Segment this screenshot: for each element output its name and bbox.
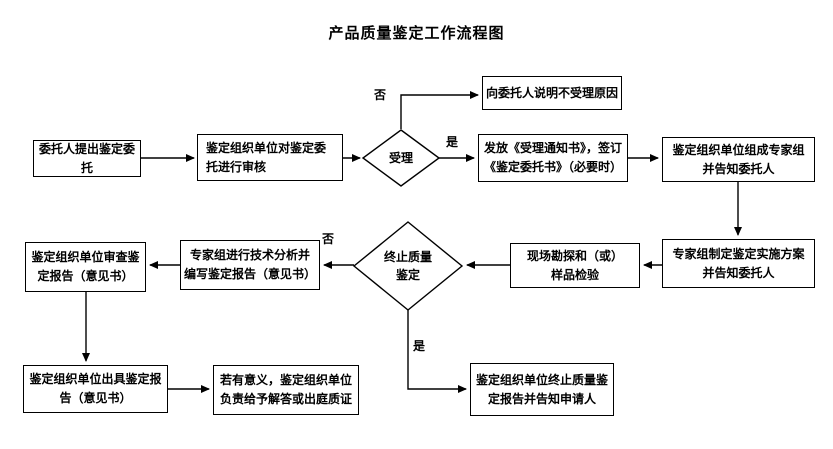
node-terminate-notice: 鉴定组织单位终止质量鉴 定报告并告知申请人: [470, 363, 614, 416]
edge-label-terminate-no: 否: [322, 232, 335, 246]
edge-accept-no-to-explain: [400, 91, 479, 129]
accept-decision-diamond-shape: [361, 129, 441, 187]
node-issue-acceptance: 发放《受理通知书》，签订 《鉴定委托书》（必要时）: [478, 134, 628, 182]
node-form-expert-group: 鉴定组织单位组成专家组 并告知委托人: [662, 137, 815, 182]
page-title: 产品质量鉴定工作流程图: [328, 25, 505, 42]
terminate-decision-diamond-shape: [352, 221, 464, 311]
node-issue-report: 鉴定组织单位出具鉴定报 告（意见书）: [23, 365, 168, 413]
node-answer-objection: 若有意义，鉴定组织单位 负责给予解答或出庭质证: [213, 365, 359, 415]
node-site-survey: 现场勘探和（或） 样品检验: [510, 243, 640, 288]
node-tech-analysis: 专家组进行技术分析并 编写鉴定报告（意见书）: [180, 240, 320, 290]
edge-label-accept-yes: 是: [446, 135, 459, 149]
edge-terminate-yes-to-notice: [407, 310, 467, 393]
edge-label-terminate-yes: 是: [413, 339, 426, 353]
node-make-plan: 专家组制定鉴定实施方案 并告知委托人: [662, 239, 815, 288]
node-explain-no-accept: 向委托人说明不受理原因: [482, 76, 622, 110]
node-accept-decision: 受理: [388, 151, 413, 165]
node-submit-request: 委托人提出鉴定委托: [33, 140, 141, 177]
node-review-report: 鉴定组织单位审查鉴 定报告（意见书）: [25, 242, 146, 292]
edge-label-accept-no: 否: [374, 88, 387, 102]
node-terminate-decision: 终止质量 鉴定: [383, 250, 432, 282]
node-review-commission: 鉴定组织单位对鉴定委 托进行审核: [197, 134, 343, 181]
